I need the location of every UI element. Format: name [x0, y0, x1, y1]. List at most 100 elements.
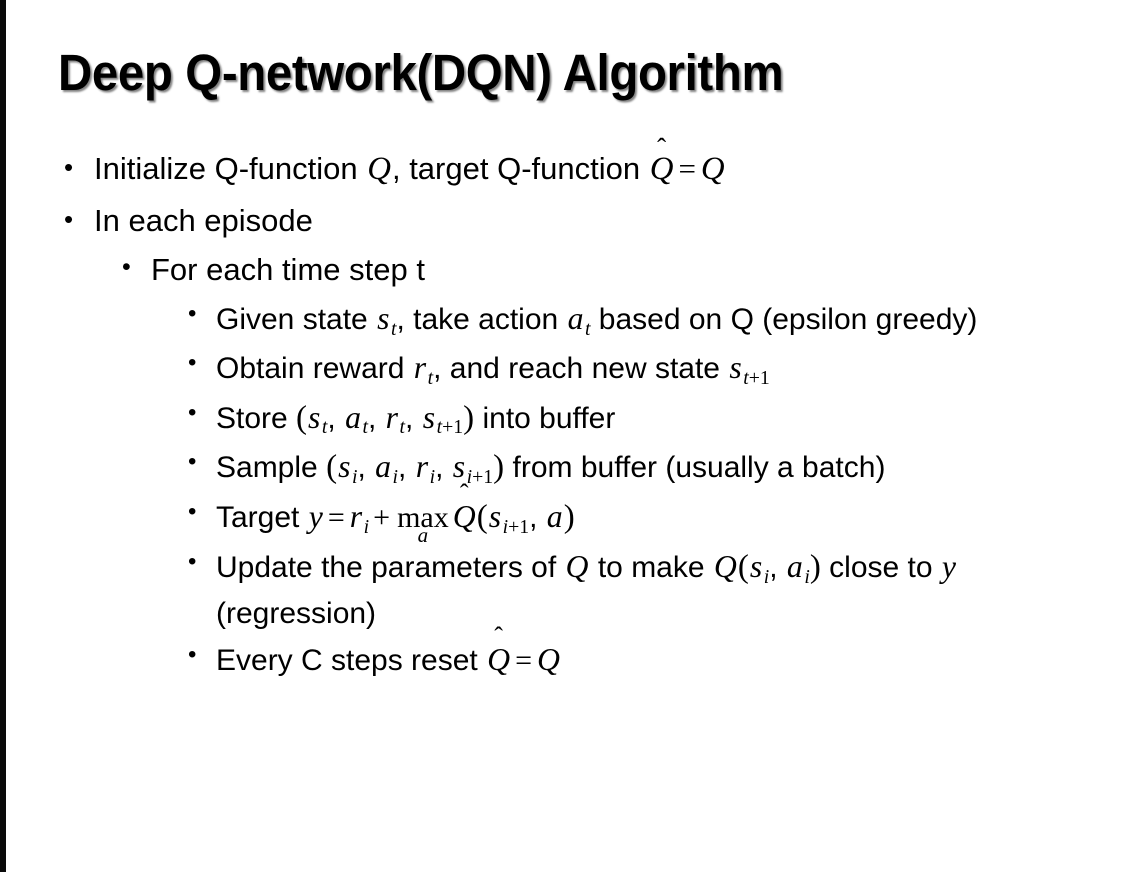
math-sub-i: i [763, 565, 770, 588]
math-sub-t: t [390, 317, 397, 340]
list-item-reset-target: • Every C steps reset ̂Q=Q [0, 637, 1124, 683]
math-q-hat-base: Q [452, 499, 476, 535]
math-var-r: r [349, 499, 363, 535]
math-var-s2: s [452, 449, 466, 485]
list-item-text: Every C steps reset ̂Q=Q [216, 637, 1096, 683]
math-sub-i: i [429, 465, 436, 488]
text-tail: into buffer [474, 401, 616, 435]
math-var-s: s [488, 499, 502, 535]
math-var-a: a [786, 549, 803, 585]
text-lead: Every C steps reset [216, 644, 487, 678]
math-sub-t-plus-1: t+1 [436, 416, 464, 439]
text-tail: from buffer (usually a batch) [504, 451, 886, 485]
text-comma: , [529, 501, 546, 535]
list-item-text: For each time step t [151, 251, 425, 287]
sub-offset: +1 [508, 515, 530, 538]
bullet-marker-icon: • [188, 548, 197, 576]
math-equals: = [678, 151, 696, 186]
math-q-hat: ̂Q [649, 148, 675, 192]
list-item-update-parameters: • Update the parameters of Q to make Q(s… [0, 544, 1124, 635]
list-item-store-transition: • Store (st, at, rt, st+1) into buffer [0, 395, 1124, 443]
math-var-s: s [338, 449, 351, 485]
math-var-a: a [375, 449, 392, 485]
math-var-r: r [415, 449, 429, 485]
text-mid: , target Q-function [391, 151, 649, 186]
list-item-target-y: • Target y=ri+maxâQ(si+1, a) [0, 494, 1124, 545]
list-item-given-state: • Given state st, take action at based o… [0, 296, 1124, 343]
math-sub-i-plus-1: i+1 [502, 515, 530, 538]
algorithm-outline: • Initialize Q-function Q, target Q-func… [0, 148, 1124, 686]
text-mid2: close to [820, 551, 941, 585]
math-var-q: Q [565, 549, 589, 585]
math-sub-t: t [399, 416, 406, 439]
text-lead: Update the parameters of [216, 551, 565, 585]
math-q-hat: ̂Q [486, 637, 511, 683]
math-sub-i-plus-1: i+1 [466, 465, 494, 488]
list-item-sample-batch: • Sample (si, ai, ri, si+1) from buffer … [0, 444, 1124, 492]
sub-base: t [743, 366, 749, 389]
math-var-r: r [413, 350, 427, 386]
bullet-marker-icon: • [64, 152, 74, 182]
math-close-paren: ) [463, 399, 475, 436]
math-close-paren: ) [563, 499, 575, 536]
math-var-s: s [729, 350, 742, 386]
page-title: Deep Q-network(DQN) Algorithm [58, 44, 784, 101]
text-lead: Obtain reward [216, 352, 413, 386]
text-lead: Store [216, 401, 297, 435]
math-open-paren: ( [326, 449, 338, 486]
bullet-marker-icon: • [188, 448, 197, 476]
text-comma: , [769, 551, 786, 585]
math-var-q: Q [367, 151, 391, 187]
bullet-marker-icon: • [64, 203, 74, 234]
text-comma: , [435, 451, 452, 485]
text-lead: Sample [216, 451, 327, 485]
bullet-marker-icon: • [122, 252, 131, 281]
text-comma: , [405, 401, 422, 435]
math-var-a: a [345, 399, 361, 435]
list-item-in-each-episode: • In each episode [0, 200, 1124, 241]
math-sub-i: i [363, 515, 370, 538]
text-comma: , [327, 401, 345, 435]
max-subscript: a [417, 522, 429, 547]
max-label: max [397, 501, 449, 535]
math-sub-t: t [362, 416, 369, 439]
math-open-paren: ( [296, 399, 308, 436]
text-lead: Initialize Q-function [94, 151, 367, 186]
bullet-marker-icon: • [188, 349, 197, 377]
math-close-paren: ) [493, 449, 505, 486]
sub-offset: +1 [748, 366, 770, 389]
math-equals: = [515, 644, 532, 678]
sub-base: i [466, 465, 473, 488]
left-edge-strip [0, 0, 6, 872]
math-var-s2: s [422, 399, 436, 435]
bullet-marker-icon: • [188, 300, 197, 328]
list-item-text: Target y=ri+maxâQ(si+1, a) [216, 494, 1096, 545]
list-item-text: Given state st, take action at based on … [216, 296, 1096, 343]
math-var-q2: Q [713, 549, 737, 585]
text-mid: , take action [396, 303, 567, 337]
sub-offset: +1 [442, 416, 464, 439]
text-comma: , [357, 451, 375, 485]
math-var-y: y [308, 499, 323, 535]
math-q-hat: ̂Q [452, 494, 477, 540]
text-lead: Target [216, 501, 308, 535]
sub-base: t [436, 416, 443, 439]
text-tail: based on Q (epsilon greedy) [590, 303, 978, 337]
math-plus: + [373, 501, 391, 535]
list-item-text: Store (st, at, rt, st+1) into buffer [216, 395, 1096, 443]
math-var-s: s [749, 549, 763, 585]
list-item-for-each-time-step: • For each time step t [0, 249, 1124, 290]
text-tail: (regression) [216, 596, 377, 630]
math-var-s: s [377, 301, 390, 337]
math-sub-i: i [351, 465, 358, 488]
bullet-marker-icon: • [188, 498, 197, 526]
sub-offset: +1 [472, 465, 494, 488]
math-q-hat-base: Q [649, 151, 674, 187]
text-mid: , and reach new state [433, 352, 729, 386]
list-item-text: Sample (si, ai, ri, si+1) from buffer (u… [216, 444, 1096, 492]
list-item-initialize: • Initialize Q-function Q, target Q-func… [0, 148, 1124, 192]
list-item-text: Initialize Q-function Q, target Q-functi… [94, 148, 1124, 192]
math-sub-i: i [804, 565, 810, 588]
